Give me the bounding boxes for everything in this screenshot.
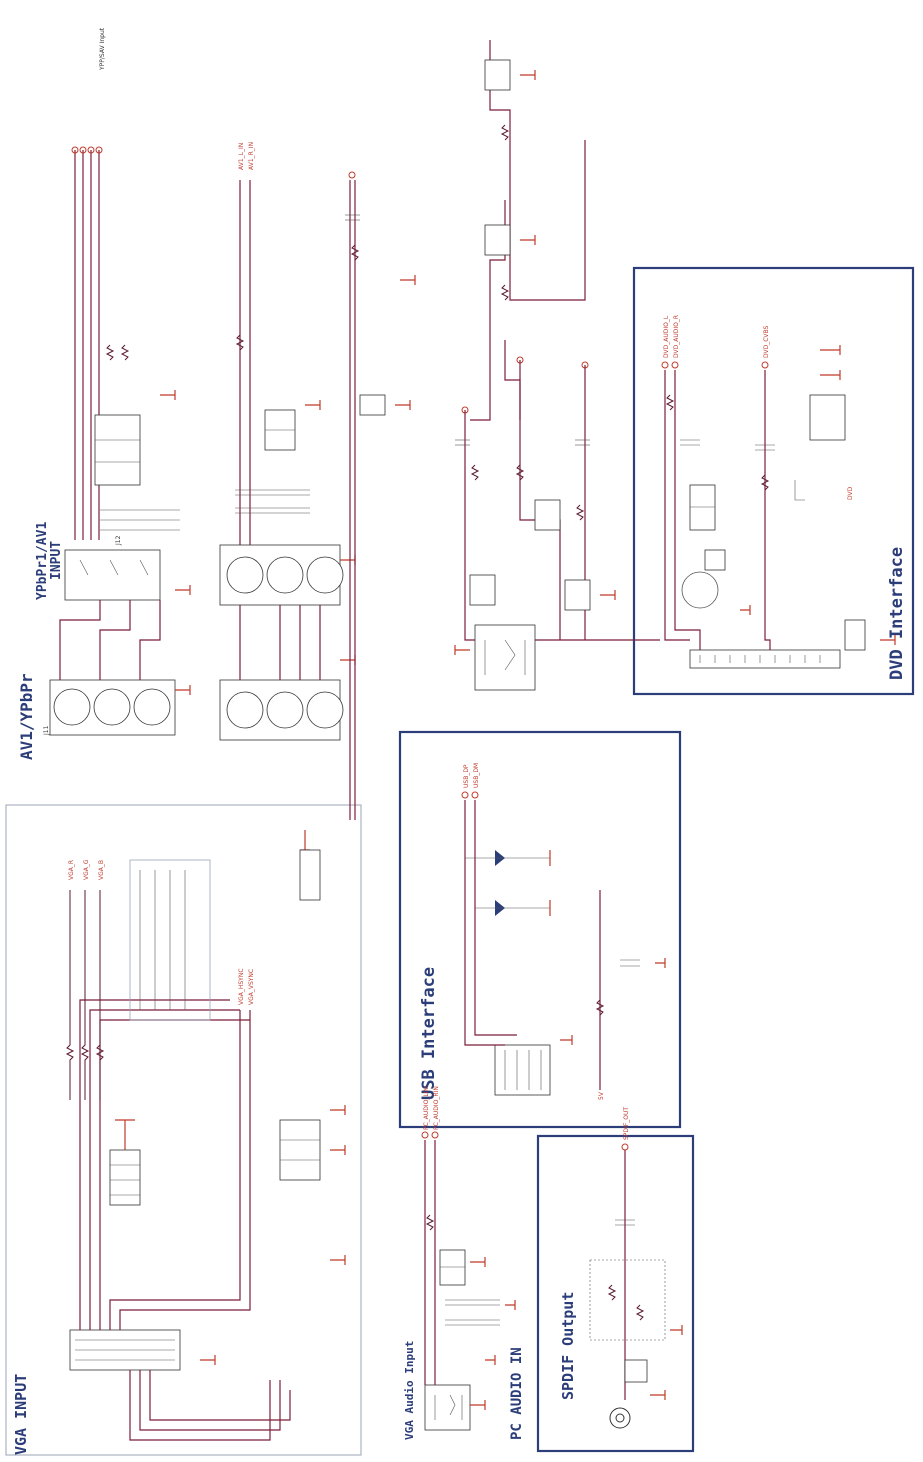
spdif-output-block: SPDIF Output SPDIF_OUT	[536, 1107, 695, 1453]
svg-text:J12: J12	[115, 535, 122, 546]
ypbpr-cvbs-input-title: YPP/SAV Input	[99, 27, 106, 71]
transistor-section	[454, 40, 616, 691]
vga-audio-input-title: VGA Audio Input	[403, 1341, 416, 1440]
svg-text:J11: J11	[43, 725, 50, 736]
av1-r-net: AV1_R_IN	[248, 142, 255, 170]
vga-g-net: VGA_G	[83, 859, 90, 880]
dvd-label: DVD	[847, 486, 854, 500]
j12-connector: J12	[64, 535, 161, 601]
dvd-audio-r-net: DVD_AUDIO_R	[673, 315, 680, 358]
av-conditioning-block	[345, 171, 416, 820]
ypbpr-cvbs-input-block: YPP/SAV Input	[71, 27, 180, 540]
vga-vsync-net: VGA_VSYNC	[248, 969, 255, 1005]
spdif-jack	[609, 1407, 631, 1429]
av-rca-jack-pair	[219, 544, 344, 741]
usb-dp-net: USB_DP	[463, 764, 470, 788]
dvd-interface-block: DVD Interface DVD_AUDIO_L DVD_AUDIO_R DV…	[610, 266, 915, 696]
vga-audio-input-block: VGA Audio Input PC AUDIO IN PC_AUDIO_LIN…	[403, 1086, 525, 1440]
av1-ypbpr-block: AV1/YPbPr YPbPr1/AV1 INPUT J11 J12	[17, 142, 356, 760]
vga-input-block: VGA INPUT VGA_R VGA_G VGA_B	[5, 804, 362, 1456]
usb-interface-block: USB Interface USB_DP USB_DM 5V	[398, 730, 682, 1129]
pc-audio-r-net: PC_AUDIO_RIN	[433, 1086, 440, 1130]
usb-5v-net: 5V	[598, 1091, 605, 1100]
spdif-output-title: SPDIF Output	[559, 1292, 577, 1400]
av1-ypbpr-title: AV1/YPbPr	[17, 673, 36, 760]
transistor-q1	[484, 59, 511, 91]
usb-dm-net: USB_DM	[473, 763, 480, 788]
vga-r-net: VGA_R	[68, 860, 75, 880]
pc-audio-in-title: PC AUDIO IN	[509, 1347, 525, 1440]
dvd-connector	[689, 649, 841, 669]
av-jack	[474, 624, 536, 691]
dvd-interface-title: DVD Interface	[887, 547, 907, 680]
pc-audio-l-net: PC_AUDIO_LIN	[423, 1087, 430, 1130]
transistor-q2	[484, 224, 511, 256]
dvd-audio-l-net: DVD_AUDIO_L	[663, 315, 670, 358]
usb-interface-title: USB Interface	[419, 967, 439, 1100]
av1-l-net: AV1_L_IN	[238, 143, 245, 170]
spdif-out-net: SPDIF_OUT	[623, 1107, 630, 1140]
ypbpr-av1-input-title-1: YPbPr1/AV1	[35, 522, 50, 600]
vga-hsync-net: VGA_HSYNC	[238, 968, 245, 1005]
j11-rca-jack: J11	[43, 679, 176, 736]
ypbpr-av1-input-title-2: INPUT	[49, 541, 64, 580]
vga-b-net: VGA_B	[98, 860, 105, 880]
dvd-cvbs-net: DVD_CVBS	[763, 325, 770, 358]
audio-jack	[424, 1384, 471, 1431]
vga-input-title: VGA INPUT	[12, 1374, 30, 1455]
usb-connector	[494, 1044, 551, 1096]
